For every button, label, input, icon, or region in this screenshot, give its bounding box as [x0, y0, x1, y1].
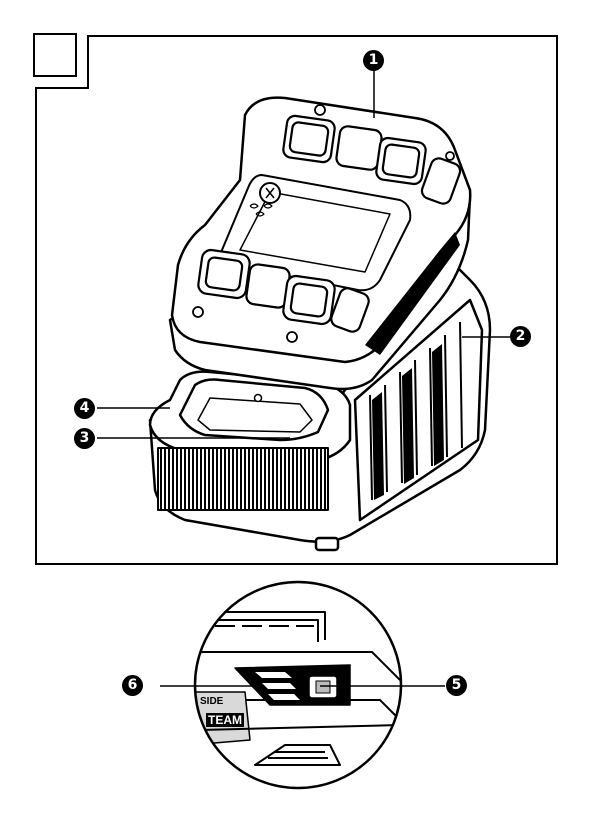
callout-3: 3 [74, 428, 95, 449]
callout-4: 4 [74, 398, 95, 419]
battery-charger-illustration [0, 0, 595, 570]
callout-1: 1 [363, 50, 384, 71]
callout-5: 5 [446, 675, 467, 696]
brand-text-line1: SIDE [200, 697, 223, 707]
brand-text-line2: TEAM [206, 713, 244, 727]
callout-6: 6 [122, 675, 143, 696]
detail-zoom-illustration [0, 570, 595, 839]
callout-2: 2 [510, 326, 531, 347]
